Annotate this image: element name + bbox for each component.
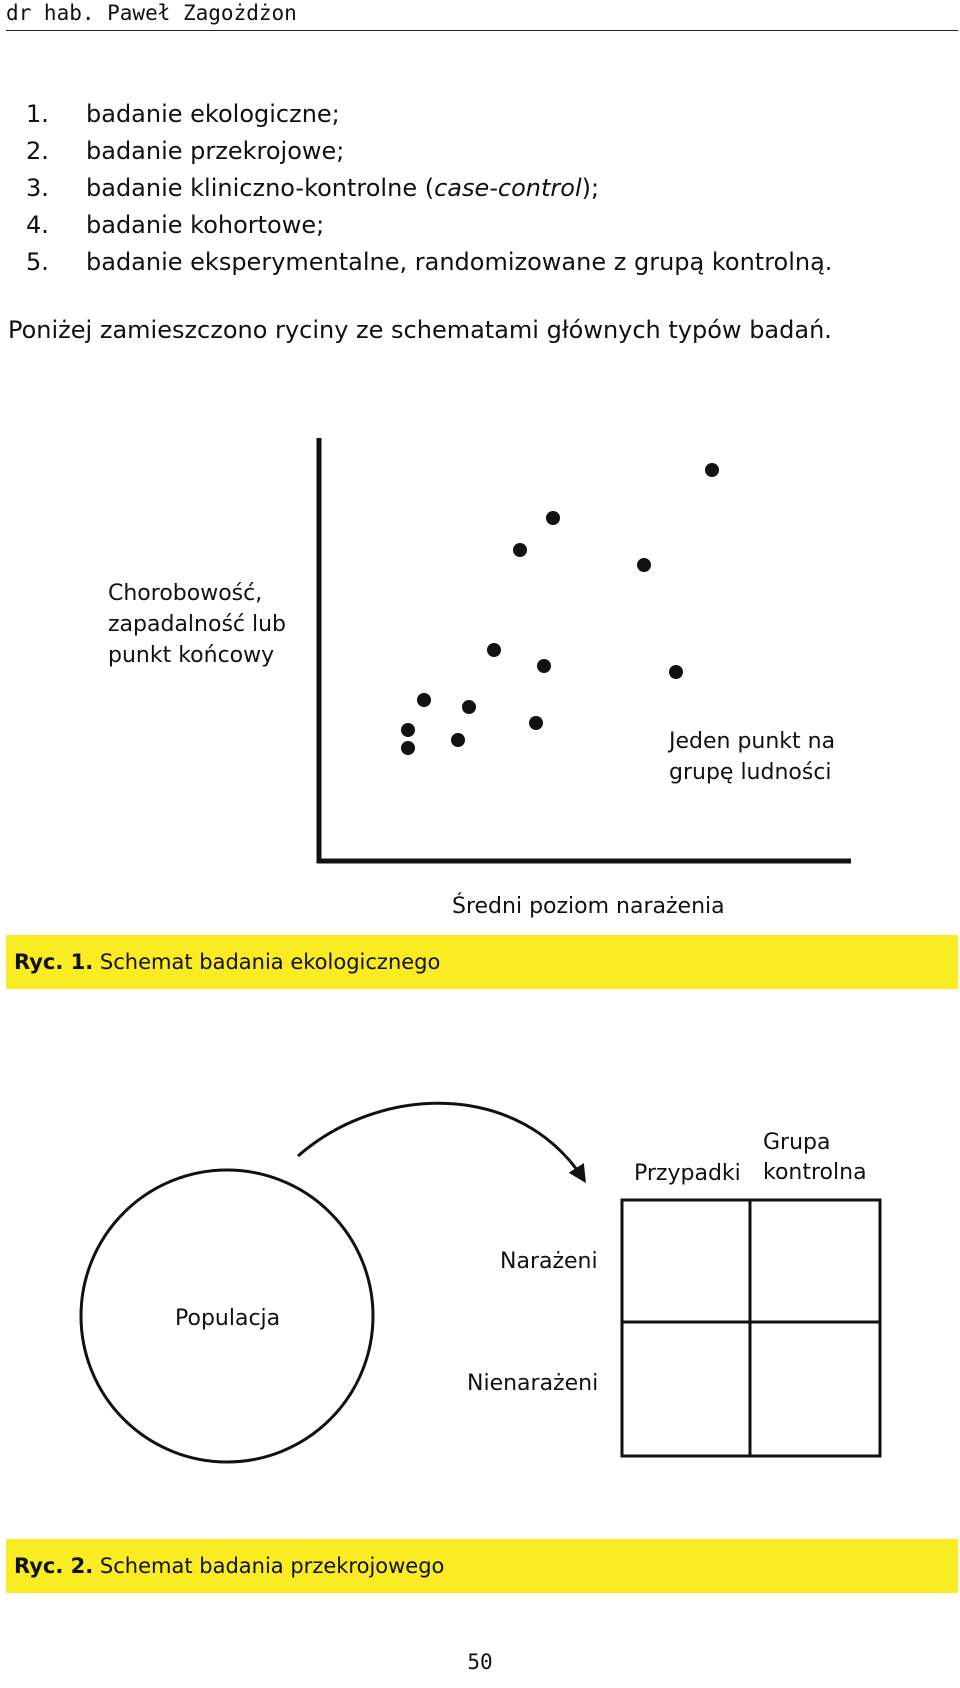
y-axis-label-line-3: punkt końcowy xyxy=(108,643,274,668)
data-point xyxy=(546,511,560,525)
list-item: 4. badanie kohortowe; xyxy=(22,207,832,244)
data-point xyxy=(637,558,651,572)
author-name: dr hab. Paweł Zagożdżon xyxy=(6,1,297,25)
ecological-diagram: Chorobowość, zapadalność lub punkt końco… xyxy=(108,438,851,919)
list-item: 2. badanie przekrojowe; xyxy=(22,133,832,170)
y-axis-label-line-2: zapadalność lub xyxy=(108,612,286,637)
data-point xyxy=(529,716,543,730)
figure-ecological: Chorobowość, zapadalność lub punkt końco… xyxy=(0,380,960,920)
list-text: badanie przekrojowe; xyxy=(86,137,345,165)
list-item: 3. badanie kliniczno-kontrolne (case-cont… xyxy=(22,170,832,207)
list-number: 3. xyxy=(26,174,49,202)
list-number: 4. xyxy=(26,211,49,239)
data-point xyxy=(451,733,465,747)
list-item: 5. badanie eksperymentalne, randomizowane… xyxy=(22,244,832,281)
scatter-points xyxy=(401,463,719,755)
figure-cross-sectional: Populacja Przypadki Grupa kontrolna Nara… xyxy=(0,1080,960,1480)
column-header-cases: Przypadki xyxy=(634,1161,741,1186)
column-header-control-line-1: Grupa xyxy=(763,1130,830,1155)
data-point xyxy=(462,700,476,714)
list-text: badanie kohortowe; xyxy=(86,211,325,239)
column-header-control-line-2: kontrolna xyxy=(763,1160,867,1185)
data-point xyxy=(487,643,501,657)
population-label: Populacja xyxy=(175,1306,280,1331)
figure-2-caption: Ryc. 2. Schemat badania przekrojowego xyxy=(6,1539,958,1593)
cross-sectional-diagram: Populacja Przypadki Grupa kontrolna Nara… xyxy=(79,1101,882,1464)
figure-1-caption: Ryc. 1. Schemat badania ekologicznego xyxy=(6,935,958,989)
list-number: 1. xyxy=(26,100,49,128)
list-text-after: ); xyxy=(581,174,600,202)
data-point xyxy=(705,463,719,477)
list-text: badanie ekologiczne; xyxy=(86,100,340,128)
data-point xyxy=(513,543,527,557)
caption-text: Schemat badania ekologicznego xyxy=(93,950,441,974)
annotation-line-1: Jeden punkt na xyxy=(667,729,835,754)
list-text: badanie eksperymentalne, randomizowane z… xyxy=(86,248,833,276)
x-axis-label: Średni poziom narażenia xyxy=(452,893,725,919)
row-header-exposed: Narażeni xyxy=(500,1249,598,1274)
list-item: 1. badanie ekologiczne; xyxy=(22,96,832,133)
list-text-italic: case-control xyxy=(434,174,582,202)
list-number: 2. xyxy=(26,137,49,165)
data-point xyxy=(537,659,551,673)
caption-prefix: Ryc. 2. xyxy=(14,1554,94,1578)
annotation-line-2: grupę ludności xyxy=(669,760,832,785)
study-types-list: 1. badanie ekologiczne; 2. badanie przekro… xyxy=(22,96,832,281)
page-header: dr hab. Paweł Zagożdżon xyxy=(6,0,958,31)
caption-text: Schemat badania przekrojowego xyxy=(93,1554,445,1578)
arrow-icon xyxy=(297,1101,586,1184)
list-text-before: badanie kliniczno-kontrolne ( xyxy=(86,174,435,202)
data-point xyxy=(669,665,683,679)
list-number: 5. xyxy=(26,248,49,276)
population-circle xyxy=(79,1168,375,1464)
intro-paragraph: Poniżej zamieszczono ryciny ze schematam… xyxy=(8,316,832,344)
caption-prefix: Ryc. 1. xyxy=(14,950,94,974)
row-header-unexposed: Nienarażeni xyxy=(467,1371,598,1396)
page-number: 50 xyxy=(467,1650,493,1674)
y-axis-label-line-1: Chorobowość, xyxy=(108,581,262,606)
data-point xyxy=(417,693,431,707)
two-by-two-table xyxy=(620,1198,882,1458)
data-point xyxy=(401,741,415,755)
data-point xyxy=(401,723,415,737)
